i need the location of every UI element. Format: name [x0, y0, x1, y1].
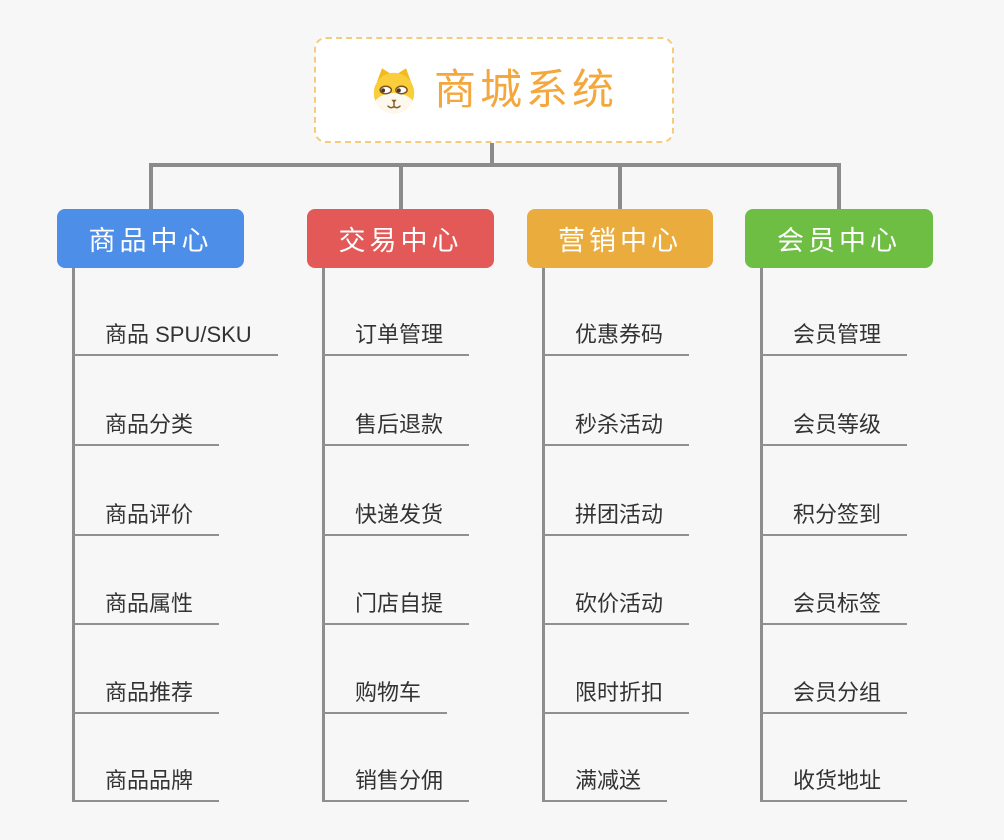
- mindmap-item[interactable]: 订单管理: [322, 318, 470, 356]
- branch-label: 会员中心: [777, 226, 901, 256]
- branch-node-2[interactable]: 交易中心: [307, 209, 494, 268]
- dog-face-icon: [373, 68, 415, 114]
- mindmap-item[interactable]: 商品推荐: [72, 676, 220, 714]
- branch-node-4[interactable]: 会员中心: [745, 209, 933, 268]
- mindmap-item[interactable]: 售后退款: [322, 408, 470, 446]
- mindmap-item[interactable]: 收货地址: [760, 764, 908, 802]
- mindmap-item[interactable]: 快递发货: [322, 498, 470, 536]
- mindmap-item[interactable]: 会员标签: [760, 587, 908, 625]
- branch-drop: [837, 163, 841, 209]
- mindmap-item[interactable]: 商品评价: [72, 498, 220, 536]
- branch-label: 营销中心: [558, 226, 682, 256]
- mindmap-item[interactable]: 拼团活动: [542, 498, 690, 536]
- mindmap-item[interactable]: 销售分佣: [322, 764, 470, 802]
- mindmap-item[interactable]: 会员分组: [760, 676, 908, 714]
- mindmap-item[interactable]: 商品属性: [72, 587, 220, 625]
- branch-node-1[interactable]: 商品中心: [57, 209, 244, 268]
- branch-rail: [148, 163, 841, 167]
- branch-label: 交易中心: [338, 226, 463, 256]
- mindmap-item[interactable]: 商品分类: [72, 408, 220, 446]
- mindmap-item[interactable]: 门店自提: [322, 587, 470, 625]
- mindmap-item[interactable]: 砍价活动: [542, 587, 690, 625]
- branch-drop: [618, 163, 622, 209]
- branch-drop: [398, 163, 403, 209]
- mindmap-item[interactable]: 限时折扣: [542, 676, 690, 714]
- root-title: 商城系统: [433, 66, 618, 113]
- mindmap-item[interactable]: 会员等级: [760, 408, 908, 446]
- mindmap-item[interactable]: 满减送: [542, 764, 668, 802]
- branch-drop: [148, 163, 153, 209]
- branch-label: 商品中心: [88, 226, 213, 256]
- mindmap-item[interactable]: 购物车: [322, 676, 448, 714]
- mindmap-item[interactable]: 商品品牌: [72, 764, 220, 802]
- branch-node-3[interactable]: 营销中心: [527, 209, 713, 268]
- mindmap-item[interactable]: 会员管理: [760, 318, 908, 356]
- mindmap-item[interactable]: 优惠券码: [542, 318, 690, 356]
- root-node[interactable]: 商城系统: [314, 37, 674, 143]
- mindmap-item[interactable]: 积分签到: [760, 498, 908, 536]
- root-connector-stub: [490, 143, 494, 167]
- mindmap-item[interactable]: 秒杀活动: [542, 408, 690, 446]
- mindmap-item[interactable]: 商品 SPU/SKU: [72, 318, 278, 356]
